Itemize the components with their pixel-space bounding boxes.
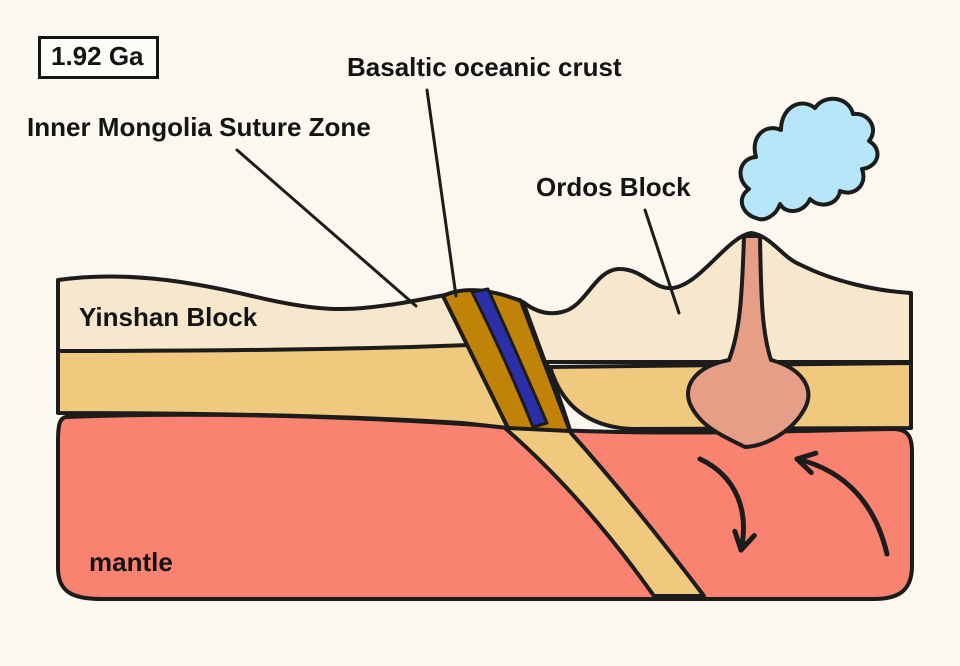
age-label-box: 1.92 Ga (38, 36, 159, 79)
basaltic-label-leader-line (425, 88, 458, 298)
age-label: 1.92 Ga (51, 41, 144, 71)
label-basaltic-oceanic-crust: Basaltic oceanic crust (347, 52, 622, 82)
label-inner-mongolia-suture-zone: Inner Mongolia Suture Zone (27, 112, 371, 142)
eruption-cloud-shape (738, 96, 880, 222)
label-ordos-block: Ordos Block (536, 172, 691, 202)
label-yinshan-block: Yinshan Block (79, 302, 258, 332)
ordos-upper-crust-shape (521, 231, 913, 364)
suture-label-leader-line (235, 148, 418, 308)
yinshan-lower-crust-shape (56, 343, 510, 430)
label-mantle: mantle (89, 547, 173, 577)
ordos-label-leader-line (643, 208, 681, 315)
magma-conduit-shape (686, 234, 811, 449)
mantle-region-shape (56, 412, 914, 601)
mantle-flow-arrow-left (697, 456, 757, 553)
mantle-flow-arrow-right (794, 450, 890, 557)
oceanic-crust-stripe-shape (470, 287, 549, 429)
